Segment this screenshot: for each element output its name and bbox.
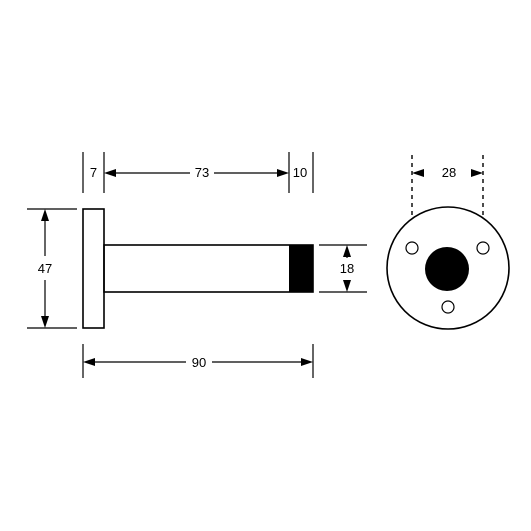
arrow-right — [301, 358, 313, 366]
screw-hole-bottom — [441, 300, 455, 314]
dim-body-length: 73 — [195, 165, 209, 180]
dim-flange-thickness: 7 — [90, 165, 97, 180]
center-boss — [425, 247, 469, 291]
screw-hole-left — [405, 241, 419, 255]
arrow-left — [83, 358, 95, 366]
dim-screw-spacing: 28 — [442, 165, 456, 180]
arrow-right — [277, 169, 289, 177]
stop-body — [103, 244, 314, 293]
dim-flange-height: 47 — [38, 261, 52, 276]
top-dimension-chain: 7 73 10 — [82, 152, 314, 193]
dim-overall-length: 90 — [192, 355, 206, 370]
arrow-left — [412, 169, 424, 177]
arrow-down — [41, 316, 49, 328]
arrow-up — [343, 245, 351, 257]
screw-hole-right — [476, 241, 490, 255]
bottom-dimension: 90 — [82, 344, 314, 378]
rubber-buffer — [289, 245, 313, 292]
wall-flange — [82, 208, 105, 329]
front-view — [386, 206, 510, 330]
right-dimension: 18 — [319, 244, 367, 293]
front-top-dimension: 28 — [411, 155, 484, 215]
arrow-up — [41, 209, 49, 221]
side-view — [82, 208, 314, 329]
left-dimension: 47 — [27, 208, 77, 329]
dim-body-diameter: 18 — [340, 261, 354, 276]
dim-buffer-length: 10 — [293, 165, 307, 180]
front-flange — [386, 206, 510, 330]
arrow-right — [471, 169, 483, 177]
arrow-left — [104, 169, 116, 177]
arrow-down — [343, 280, 351, 292]
